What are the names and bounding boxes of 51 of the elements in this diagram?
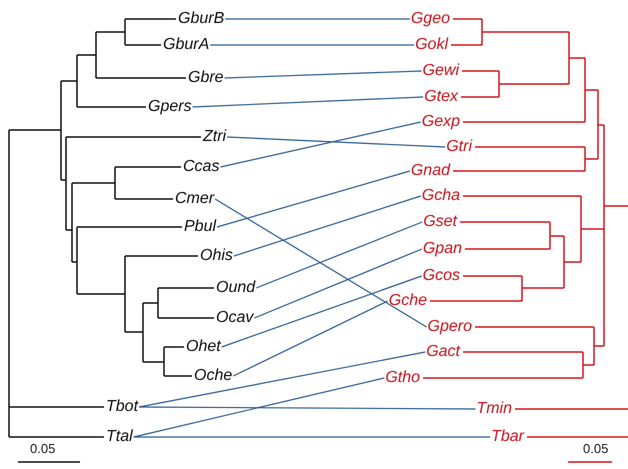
taxon-label: Ccas [183, 158, 220, 176]
connector-line [138, 351, 426, 408]
taxon-label: Tbar [491, 428, 524, 446]
taxon-label: Ztri [203, 128, 226, 146]
connector-line [254, 248, 422, 319]
connector-line [134, 436, 490, 438]
connector-line [134, 377, 384, 438]
taxon-label: Gche [388, 292, 427, 310]
taxon-label: Gcha [422, 187, 460, 205]
taxon-label: Gbre [188, 69, 224, 87]
connector-line [234, 195, 421, 257]
taxon-label: Ocav [216, 309, 254, 327]
taxon-label: Gpan [422, 240, 462, 258]
connector-line [232, 300, 388, 377]
taxon-label: Ttal [106, 428, 133, 446]
taxon-label: Oche [194, 367, 232, 385]
taxon-label: Ohet [186, 338, 221, 356]
taxon-label: Gset [423, 213, 457, 231]
taxon-label: GburA [163, 36, 210, 54]
connector-line [216, 170, 410, 228]
connector-line [192, 96, 424, 108]
taxon-label: Gexp [422, 113, 460, 131]
connector-line [227, 136, 446, 148]
taxon-label: Pbul [184, 218, 216, 236]
scale-label: 0.05 [30, 441, 56, 456]
taxon-label: Cmer [175, 190, 214, 208]
taxon-label: Gnad [410, 162, 450, 180]
taxon-label: Ound [216, 279, 256, 297]
taxon-label: Gcos [422, 267, 460, 285]
taxon-label: Gtex [424, 88, 458, 106]
taxon-label: Ggeo [410, 10, 450, 28]
taxon-label: Gtri [446, 138, 472, 156]
connector-line [224, 70, 422, 79]
connector-line [221, 275, 422, 348]
taxon-label: GburB [178, 10, 224, 28]
connector-line [225, 18, 410, 20]
taxon-label: Gtho [385, 369, 420, 387]
taxon-label: Tmin [476, 400, 512, 418]
taxon-label: Gpero [428, 318, 472, 336]
connector-line [214, 198, 427, 328]
connector-line [220, 121, 421, 168]
taxon-label: Gpers [148, 98, 192, 116]
connector-line [256, 221, 422, 289]
taxon-label: Ohis [200, 247, 233, 265]
taxon-label: Gokl [415, 36, 448, 54]
scale-label: 0.05 [583, 441, 608, 456]
connector-line [139, 406, 476, 410]
taxon-label: Gact [426, 343, 460, 361]
connector-line [210, 44, 414, 46]
taxon-label: Gewi [422, 62, 459, 80]
taxon-label: Tbot [106, 398, 138, 416]
